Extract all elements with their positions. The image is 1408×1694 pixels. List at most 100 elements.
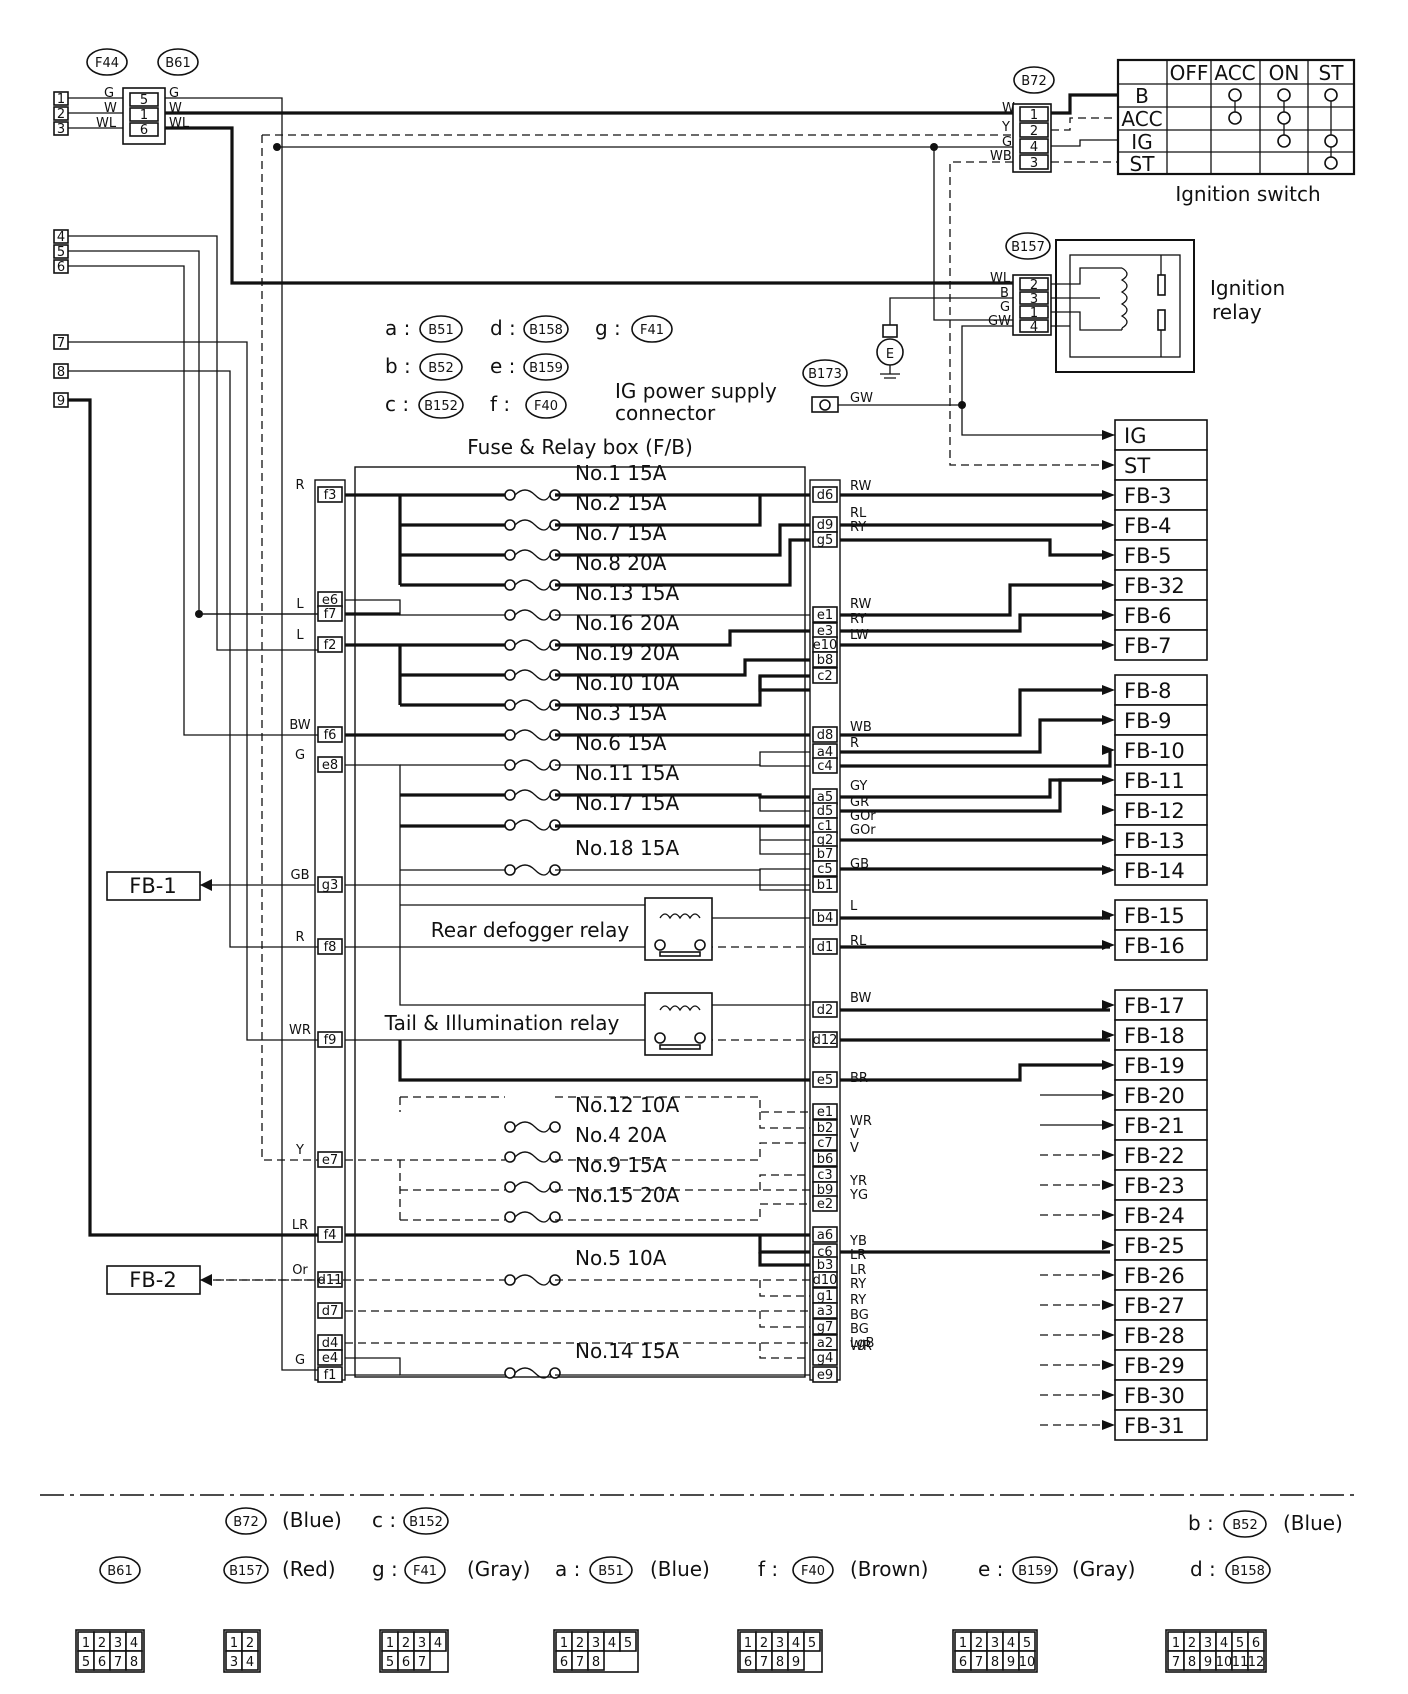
fuse-symbol-7 — [504, 699, 561, 711]
output-label: FB-24 — [1124, 1204, 1185, 1228]
right-pin-box-25 — [812, 1134, 838, 1151]
tail-illumination-relay: Tail & Illumination relay — [384, 992, 713, 1056]
left-pin-g3: g3 — [322, 878, 339, 893]
output-ig: IG — [1102, 419, 1208, 451]
face-pin: 7 — [1172, 1655, 1180, 1670]
wire-g-right: G — [169, 86, 179, 101]
right-wire-25: RY — [850, 1277, 866, 1292]
right-wire-22: YB — [849, 1234, 867, 1249]
output-fb-12: FB-12 — [840, 778, 1208, 826]
right-pin-29: e2 — [817, 1197, 833, 1212]
face-pin: 9 — [792, 1655, 800, 1670]
b72-pin-4: 4 — [1030, 140, 1038, 155]
fuse-symbol-12 — [504, 864, 561, 876]
left-pin-box-g3 — [317, 876, 343, 893]
output-arrow — [1102, 1000, 1115, 1010]
fuse-symbol-3 — [504, 579, 561, 591]
face-pin: 2 — [576, 1636, 584, 1651]
fuse-symbol-16 — [504, 1211, 561, 1223]
left-pin-f9: f9 — [324, 1033, 337, 1048]
right-pin-0: d6 — [817, 488, 834, 503]
ig-power-line1: IG power supply — [615, 379, 777, 403]
face-pin: 1 — [386, 1636, 394, 1651]
left-pin-box-f7 — [317, 605, 343, 622]
right-pin-27: c3 — [817, 1168, 832, 1183]
face-pin: 2 — [975, 1636, 983, 1651]
output-fb-5: FB-5 — [840, 538, 1208, 571]
output-box — [1114, 1259, 1208, 1291]
input-pin-5: 5 — [57, 245, 65, 260]
output-box — [1114, 674, 1208, 706]
wire-wl-left: WL — [96, 116, 117, 131]
right-pin-5: e10 — [813, 638, 838, 653]
face-pin: 1 — [82, 1636, 90, 1651]
legend-b-letter: b : — [385, 354, 411, 378]
right-pin-box-17 — [812, 876, 838, 893]
output-fb-13: FB-13 — [840, 824, 1208, 856]
output-label: ST — [1124, 454, 1150, 478]
face-pin: 3 — [1204, 1636, 1212, 1651]
output-box — [1114, 1319, 1208, 1351]
right-wire-11: GOr — [850, 823, 876, 838]
right-pin-2: g5 — [817, 533, 834, 548]
output-box — [1114, 794, 1208, 826]
output-box — [1114, 1409, 1208, 1441]
face-pin: 10 — [1216, 1655, 1233, 1670]
output-box — [1114, 929, 1208, 961]
ignition-switch-title: Ignition switch — [1175, 182, 1320, 206]
legend-e-letter: e : — [490, 354, 515, 378]
fb-1-label: FB-1 — [129, 874, 176, 898]
right-pin-6: b8 — [817, 653, 834, 668]
right-pin-15: b7 — [817, 847, 834, 862]
fuse-symbol-5 — [504, 639, 561, 651]
right-pin-box-30 — [812, 1226, 838, 1243]
input-pin-2: 2 — [57, 107, 65, 122]
right-pin-12: d5 — [817, 804, 834, 819]
right-wire-27: BG — [850, 1308, 869, 1323]
fuse-symbol-6 — [504, 669, 561, 681]
legend-e-code: B159 — [529, 361, 563, 376]
output-fb-20: FB-20 — [1040, 1079, 1208, 1111]
face-pin: 4 — [434, 1636, 442, 1651]
right-pin-box-33 — [812, 1271, 838, 1288]
face-pin: 3 — [776, 1636, 784, 1651]
face-pin: 6 — [959, 1655, 967, 1670]
face-pin: 5 — [1023, 1636, 1031, 1651]
legend-a-code: B51 — [428, 323, 453, 338]
output-fb-24: FB-24 — [1040, 1199, 1208, 1231]
face-pin: 7 — [114, 1655, 122, 1670]
right-pin-11: a5 — [817, 790, 833, 805]
output-label: FB-26 — [1124, 1264, 1185, 1288]
ref-b51-color: (Blue) — [650, 1557, 710, 1581]
left-wire-9: LR — [292, 1218, 308, 1233]
right-pin-box-16 — [812, 860, 838, 877]
input-wiring — [68, 97, 1120, 1371]
output-wire — [840, 538, 1110, 557]
output-label: FB-14 — [1124, 859, 1185, 883]
fuse-box-title: Fuse & Relay box (F/B) — [467, 435, 693, 459]
output-label: FB-27 — [1124, 1294, 1185, 1318]
face-pin: 3 — [114, 1636, 122, 1651]
ref-a-letter: a : — [555, 1557, 580, 1581]
relay-wire-wl: WL — [990, 271, 1011, 286]
right-wire-13: L — [850, 899, 858, 914]
output-wire — [840, 1063, 1110, 1082]
ref-b52-color: (Blue) — [1283, 1511, 1343, 1535]
face-pin: 7 — [975, 1655, 983, 1670]
right-wire-19: V — [850, 1141, 859, 1156]
b157-pin-1: 1 — [1030, 306, 1038, 321]
left-wire-7: WR — [289, 1023, 311, 1038]
right-pin-box-6 — [812, 651, 838, 668]
left-wire-3: BW — [289, 718, 310, 733]
b72-label: B72 — [1021, 74, 1046, 89]
b72-pin-1: 1 — [1030, 108, 1038, 123]
fuse-symbol-9 — [504, 759, 561, 771]
right-wire-28: BG — [850, 1322, 869, 1337]
left-pin-box-f3 — [317, 486, 343, 503]
face-pin: 9 — [1204, 1655, 1212, 1670]
right-wire-9: GR — [850, 795, 869, 810]
ref-b157-code: B157 — [229, 1564, 263, 1579]
output-box — [1114, 734, 1208, 766]
ref-f41-color: (Gray) — [467, 1557, 530, 1581]
output-label: FB-21 — [1124, 1114, 1185, 1138]
